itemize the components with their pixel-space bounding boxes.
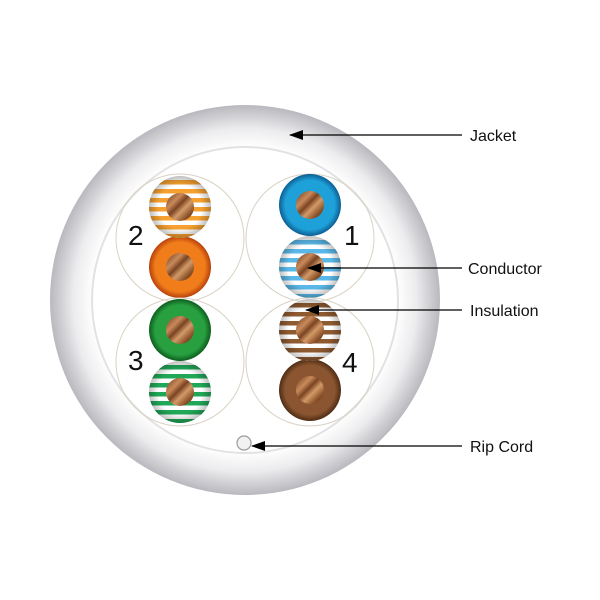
- conductor: [296, 253, 324, 281]
- rip-cord: [236, 435, 252, 451]
- pair-2: 2: [115, 173, 245, 303]
- pair-outline: [245, 297, 375, 427]
- solid-wire: [149, 299, 211, 361]
- pair-number: 2: [128, 220, 144, 251]
- pair-outline: [115, 297, 245, 427]
- insulation-label: Insulation: [470, 303, 539, 320]
- pair-number: 3: [128, 345, 144, 376]
- conductor: [296, 316, 324, 344]
- conductor: [296, 191, 324, 219]
- pair-number: 4: [342, 347, 358, 378]
- solid-wire: [279, 359, 341, 421]
- conductor: [166, 316, 194, 344]
- pair-number: 1: [344, 220, 360, 251]
- solid-wire: [149, 236, 211, 298]
- conductor: [166, 378, 194, 406]
- jacket-label: Jacket: [470, 128, 517, 145]
- pair-3: 3: [115, 297, 245, 427]
- conductor-label: Conductor: [468, 261, 542, 278]
- conductor: [166, 253, 194, 281]
- striped-wire: [149, 176, 211, 238]
- solid-wire: [279, 174, 341, 236]
- rip-cord-label: Rip Cord: [470, 439, 533, 456]
- conductor: [296, 376, 324, 404]
- jacket-inner: [91, 146, 399, 454]
- striped-wire: [149, 361, 211, 423]
- conductor: [166, 193, 194, 221]
